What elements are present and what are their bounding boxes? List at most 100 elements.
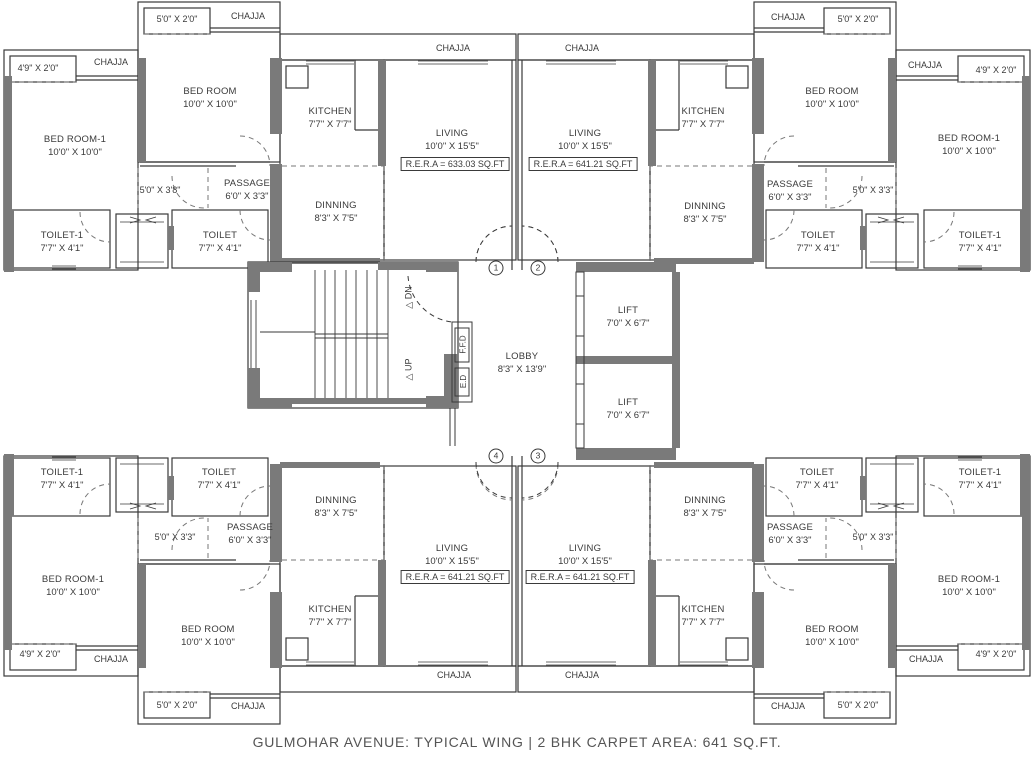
- room-bedroom-1: BED ROOM-1 10'0" X 10'0": [42, 573, 104, 599]
- room-kitchen: KITCHEN 7'7" X 7'7": [681, 105, 724, 131]
- room-name: TOILET-1: [40, 230, 84, 241]
- room-bedroom-1: BED ROOM-1 10'0" X 10'0": [938, 132, 1000, 158]
- room-name: TOILET: [202, 230, 238, 241]
- room-dim: 7'7" X 7'7": [681, 617, 725, 628]
- bed-chajja-label: CHAJJA: [770, 701, 806, 711]
- room-kitchen: KITCHEN 7'7" X 7'7": [308, 603, 351, 629]
- unit-marker-4: 4: [488, 448, 504, 464]
- room-dim: 8'3" X 13'9": [497, 364, 547, 375]
- room-name: LIFT: [617, 397, 639, 408]
- room-name: KITCHEN: [308, 106, 352, 117]
- room-toilet-1: TOILET-1 7'7" X 4'1": [40, 229, 83, 255]
- plan-caption: GULMOHAR AVENUE: TYPICAL WING | 2 BHK CA…: [252, 734, 782, 750]
- rera-area-badge: R.E.R.A = 633.03 SQ.FT: [400, 157, 510, 171]
- room-dim: 10'0" X 10'0": [183, 99, 237, 110]
- room-dinning: DINNING 8'3" X 7'5": [683, 494, 726, 520]
- room-dim: 7'7" X 4'1": [958, 243, 1002, 254]
- room-name: TOILET-1: [958, 467, 1002, 478]
- room-dim: 10'0" X 10'0": [805, 99, 859, 110]
- room-name: PASSAGE: [223, 178, 271, 189]
- room-name: BED ROOM: [805, 624, 859, 635]
- entry-door-arcs: [475, 225, 559, 499]
- room-dim: 6'0" X 3'3": [225, 191, 269, 202]
- room-bedroom-1: BED ROOM-1 10'0" X 10'0": [938, 573, 1000, 599]
- room-dim: 7'7" X 7'7": [308, 119, 352, 130]
- room-bedroom-1: BED ROOM-1 10'0" X 10'0": [44, 133, 106, 159]
- dress-dim: 5'0" X 3'3": [154, 532, 196, 542]
- room-dim: 10'0" X 10'0": [805, 637, 859, 648]
- room-kitchen: KITCHEN 7'7" X 7'7": [308, 105, 351, 131]
- room-name: LOBBY: [505, 351, 539, 362]
- room-toilet-1: TOILET-1 7'7" X 4'1": [958, 229, 1001, 255]
- bed-chajja-label: CHAJJA: [230, 11, 266, 21]
- room-dim: 10'0" X 10'0": [46, 587, 100, 598]
- room-name: DINNING: [315, 200, 357, 211]
- room-dim: 7'7" X 7'7": [308, 617, 352, 628]
- chajja-label: CHAJJA: [564, 43, 600, 53]
- room-name: PASSAGE: [226, 522, 274, 533]
- room-name: LIFT: [617, 305, 639, 316]
- room-passage: PASSAGE 6'0" X 3'3": [224, 177, 270, 203]
- bed-chajja-label: CHAJJA: [230, 701, 266, 711]
- room-dim: 6'0" X 3'3": [768, 192, 812, 203]
- room-dim: 8'3" X 7'5": [314, 213, 358, 224]
- room-name: LIVING: [435, 128, 469, 139]
- room-bedroom: BED ROOM 10'0" X 10'0": [805, 85, 859, 111]
- room-dim: 8'3" X 7'5": [314, 508, 358, 519]
- chajja-label: CHAJJA: [435, 43, 471, 53]
- room-dim: 7'7" X 4'1": [796, 243, 840, 254]
- room-dim: 7'0" X 6'7": [606, 318, 650, 329]
- room-dim: 10'0" X 15'5": [558, 556, 612, 567]
- room-dim: 10'0" X 10'0": [181, 637, 235, 648]
- room-toilet: TOILET 7'7" X 4'1": [796, 229, 839, 255]
- room-dim: 7'7" X 4'1": [795, 480, 839, 491]
- room-dim: 7'7" X 4'1": [958, 480, 1002, 491]
- room-passage: PASSAGE 6'0" X 3'3": [767, 178, 813, 204]
- rera-area-badge: R.E.R.A = 641.21 SQ.FT: [525, 570, 635, 584]
- chajja-label: CHAJJA: [564, 670, 600, 680]
- room-dim: 7'0" X 6'7": [606, 410, 650, 421]
- room-name: LIVING: [568, 543, 602, 554]
- room-dim: 10'0" X 15'5": [425, 556, 479, 567]
- room-name: KITCHEN: [681, 106, 725, 117]
- room-dim: 6'0" X 3'3": [228, 535, 272, 546]
- room-name: KITCHEN: [308, 604, 352, 615]
- dress-dim: 5'0" X 3'3": [852, 185, 894, 195]
- bed-chajja-label: CHAJJA: [770, 12, 806, 22]
- room-dim: 10'0" X 10'0": [942, 587, 996, 598]
- room-name: LIVING: [568, 128, 602, 139]
- room-dim: 7'7" X 4'1": [198, 243, 242, 254]
- room-living: LIVING 10'0" X 15'5": [558, 127, 612, 153]
- room-dinning: DINNING 8'3" X 7'5": [314, 494, 357, 520]
- room-passage: PASSAGE 6'0" X 3'3": [767, 521, 813, 547]
- room-name: DINNING: [684, 495, 726, 506]
- room-name: BED ROOM: [183, 86, 237, 97]
- room-dim: 10'0" X 15'5": [425, 141, 479, 152]
- room-name: TOILET-1: [40, 467, 84, 478]
- room-dim: 7'7" X 4'1": [40, 480, 84, 491]
- room-name: TOILET: [799, 467, 835, 478]
- unit-marker-1: 1: [488, 260, 504, 276]
- room-dim: 10'0" X 15'5": [558, 141, 612, 152]
- room-lift-2: LIFT 7'0" X 6'7": [606, 396, 649, 422]
- room-name: BED ROOM-1: [937, 574, 1001, 585]
- bed1-chajja-label: CHAJJA: [93, 654, 129, 664]
- chajja-label: CHAJJA: [436, 670, 472, 680]
- room-lift-1: LIFT 7'0" X 6'7": [606, 304, 649, 330]
- room-name: BED ROOM: [181, 624, 235, 635]
- room-name: DINNING: [684, 201, 726, 212]
- stair-up-label: △ UP: [403, 358, 414, 381]
- room-name: LIVING: [435, 543, 469, 554]
- room-kitchen: KITCHEN 7'7" X 7'7": [681, 603, 724, 629]
- ffd-label: F.F.D: [458, 335, 468, 354]
- bed-balcony-dim: 5'0" X 2'0": [837, 700, 879, 710]
- room-name: TOILET: [201, 467, 237, 478]
- room-toilet: TOILET 7'7" X 4'1": [795, 466, 838, 492]
- room-dim: 6'0" X 3'3": [768, 535, 812, 546]
- stair-down-label: △ DN: [403, 286, 414, 309]
- room-dim: 10'0" X 10'0": [942, 146, 996, 157]
- room-dim: 7'7" X 7'7": [681, 119, 725, 130]
- bed1-balcony-dim: 4'9" X 2'0": [19, 649, 61, 659]
- room-living: LIVING 10'0" X 15'5": [425, 127, 479, 153]
